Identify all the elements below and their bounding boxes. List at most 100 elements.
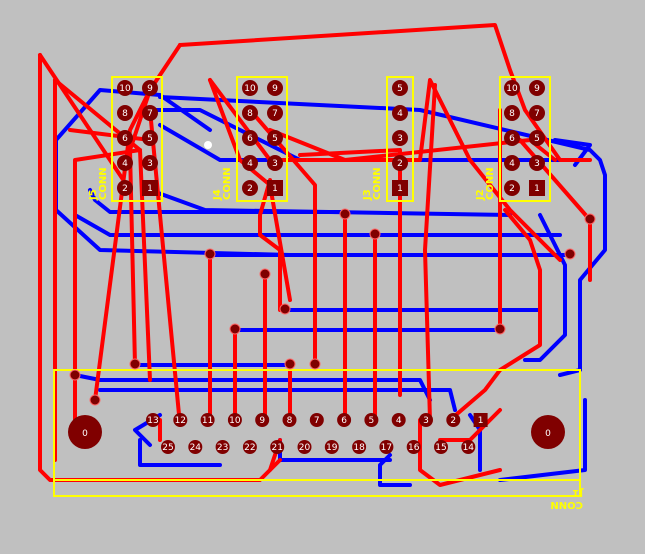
pad-shape-round: [352, 440, 367, 454]
via: [279, 303, 291, 315]
pad: 1: [142, 180, 158, 196]
via: [309, 358, 321, 370]
pad: 23: [215, 440, 230, 454]
via: [229, 323, 241, 335]
red-trace: [468, 158, 562, 262]
pad-number: 4: [247, 159, 253, 169]
pad-number: 2: [122, 184, 128, 194]
pad-shape-round: [188, 440, 203, 454]
red-trace: [53, 78, 142, 377]
pad: 17: [379, 440, 394, 454]
pad-shape-round: [142, 130, 158, 146]
pad-number: 14: [463, 443, 475, 453]
pad-shape-round: [267, 80, 283, 96]
pad-number: 3: [423, 416, 429, 426]
pad-shape-round: [446, 413, 461, 427]
pad: 7: [142, 105, 158, 121]
pad-shape-round: [267, 105, 283, 121]
pad-shape-round: [504, 80, 520, 96]
pad-number: 10: [229, 416, 241, 426]
pad: 1: [392, 180, 408, 196]
pad-shape-round: [309, 413, 324, 427]
j1-outline: [53, 369, 581, 497]
blue-trace: [158, 95, 607, 377]
pad-shape-round: [392, 105, 408, 121]
pad-shape-round: [161, 440, 175, 454]
pad-number: 2: [397, 159, 403, 169]
via: [564, 248, 576, 260]
red-trace: [208, 78, 292, 302]
pad: 9: [529, 80, 545, 96]
pad-number: 3: [534, 159, 540, 169]
pad: 4: [391, 413, 406, 427]
pad: 1: [267, 180, 283, 196]
pad: 10: [117, 80, 133, 96]
pad: 9: [267, 80, 283, 96]
pad-shape-round: [242, 105, 258, 121]
pad: 5: [142, 130, 158, 146]
pad-number: 11: [202, 416, 213, 426]
pad-shape-round: [142, 105, 158, 121]
pad: 25: [161, 440, 175, 454]
j5-ref: J5: [88, 189, 99, 201]
pad-number: 12: [175, 416, 186, 426]
via: [284, 358, 296, 370]
pad-shape-round: [392, 130, 408, 146]
pad-number: 2: [247, 184, 253, 194]
pad: 22: [242, 440, 257, 454]
pad-shape-round: [255, 413, 270, 427]
pad-shape-round: [173, 413, 188, 427]
pad-shape-round: [142, 80, 158, 96]
blue-trace: [378, 453, 412, 487]
pad-number: 3: [397, 134, 403, 144]
pad-number: 22: [244, 443, 255, 453]
pad-number: 4: [509, 159, 515, 169]
pad-shape-round: [406, 440, 421, 454]
pad-number: 21: [271, 443, 282, 453]
blue-trace: [73, 213, 562, 237]
j2-ref: J2: [475, 189, 486, 201]
pad: 9: [255, 413, 270, 427]
pad-number: 1: [478, 416, 484, 426]
pad: 8: [117, 105, 133, 121]
red-trace: [258, 178, 282, 312]
pad: 15: [434, 440, 448, 454]
red-trace: [93, 43, 182, 402]
pad: 5: [267, 130, 283, 146]
pad-shape-round: [529, 105, 545, 121]
pad: 9: [142, 80, 158, 96]
pad: 20: [297, 440, 312, 454]
red-trace: [38, 53, 282, 482]
pad: 1: [473, 413, 488, 427]
j4-label: J4 CONN: [212, 167, 233, 201]
pad-shape-square: [473, 413, 488, 427]
pad: 8: [242, 105, 258, 121]
pad-number: 4: [122, 159, 128, 169]
pad-shape-round: [117, 105, 133, 121]
red-trace: [423, 83, 437, 422]
pad-shape-round: [504, 105, 520, 121]
pad-shape-round: [419, 413, 433, 427]
red-trace: [138, 148, 152, 382]
pad-shape-round: [117, 80, 133, 96]
pad-number: 5: [147, 134, 153, 144]
pad: 4: [392, 105, 408, 121]
pad: 2: [504, 180, 520, 196]
pad: 3: [419, 413, 433, 427]
pad: 18: [352, 440, 367, 454]
pad: 4: [117, 155, 133, 171]
via: [259, 268, 271, 280]
pad-number: 5: [397, 84, 403, 94]
j4-outline: [236, 76, 288, 202]
pad-number: 7: [147, 109, 153, 119]
pad-shape-square: [142, 180, 158, 196]
pad: 2: [446, 413, 461, 427]
j3-outline: [386, 76, 414, 202]
pad-shape-round: [391, 413, 406, 427]
pad-number: 9: [534, 84, 540, 94]
j3-type: CONN: [372, 167, 383, 200]
pad: 8: [282, 413, 297, 427]
pad-number: 5: [369, 416, 375, 426]
